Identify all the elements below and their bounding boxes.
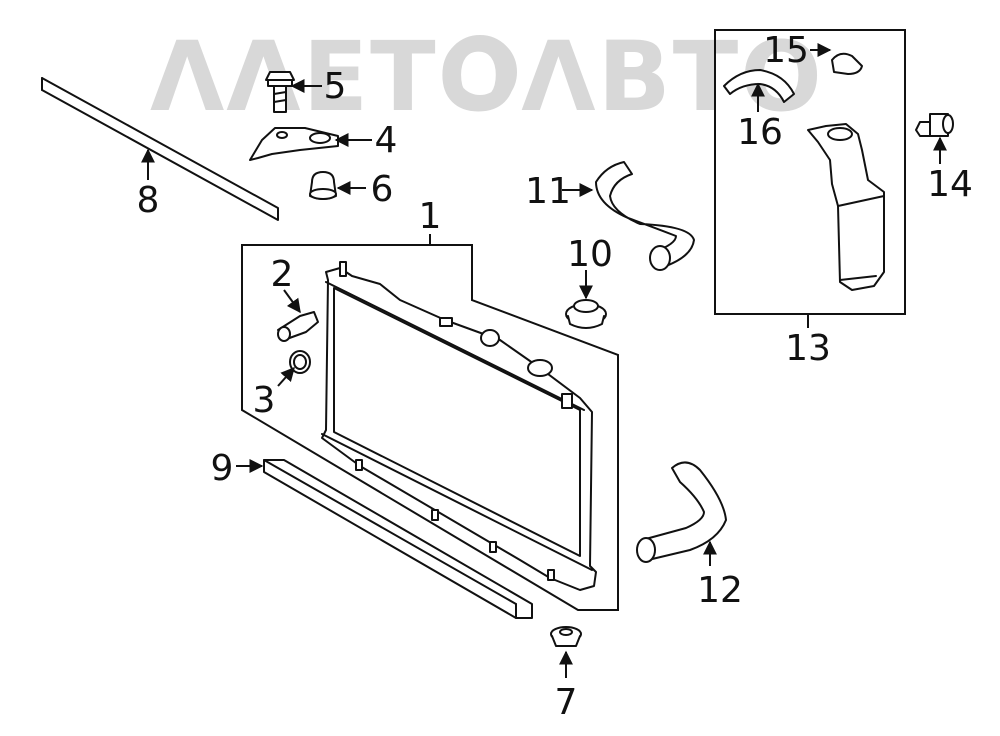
- reservoir-group-frame: [714, 29, 906, 315]
- drain-plug-part: [277, 311, 319, 342]
- grommet-part: [309, 171, 337, 200]
- lower-seal-strip: [263, 459, 533, 619]
- lower-grommet-part: [550, 626, 582, 647]
- watermark-logo: ΛΛΕΤΟΛΒΤΟ: [150, 21, 822, 133]
- callout-14: 14: [927, 164, 973, 205]
- callout-10: 10: [567, 234, 613, 275]
- callout-labels: 1 2 3 4 5 6 7 8 9 10 11 12 13 14 15 16: [137, 30, 973, 723]
- callout-9: 9: [211, 448, 234, 489]
- callout-6: 6: [371, 169, 394, 210]
- callout-4: 4: [375, 120, 398, 161]
- side-bolt-part: [915, 113, 954, 137]
- leader-lines: [141, 43, 947, 678]
- upper-hose-part: [595, 161, 695, 271]
- callout-1: 1: [419, 196, 442, 237]
- upper-seal-strip: [41, 77, 279, 221]
- radiator-group-frame: [241, 244, 619, 611]
- callout-15: 15: [763, 30, 809, 71]
- callout-12: 12: [697, 570, 743, 611]
- callout-2: 2: [271, 254, 294, 295]
- gear-icon: [443, 35, 517, 109]
- radiator-cap-part: [565, 299, 607, 329]
- callout-8: 8: [137, 180, 160, 221]
- overflow-hose-part: [723, 69, 795, 103]
- bolt-part: [265, 71, 295, 113]
- reservoir-cap-part: [831, 52, 863, 75]
- callout-16: 16: [737, 112, 783, 153]
- reservoir-tank-part: [807, 123, 885, 291]
- radiator-part: [321, 261, 597, 591]
- callout-5: 5: [324, 66, 347, 107]
- o-ring-part: [289, 350, 311, 374]
- callout-7: 7: [555, 682, 578, 723]
- callout-11: 11: [525, 171, 571, 212]
- callout-13: 13: [785, 328, 831, 369]
- bracket-part: [249, 127, 339, 161]
- lower-hose-part: [636, 461, 727, 563]
- callout-3: 3: [253, 380, 276, 421]
